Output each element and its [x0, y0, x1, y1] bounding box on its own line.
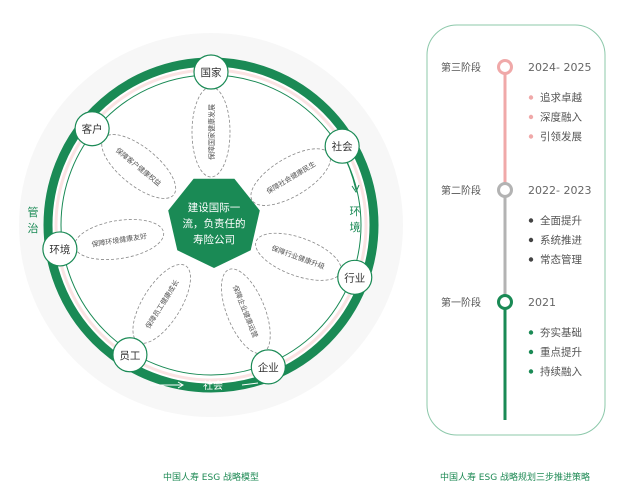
stage-years: 2022- 2023 — [528, 184, 591, 197]
node-circle — [42, 231, 78, 267]
node-circle — [324, 128, 360, 164]
node-1: 客户 — [74, 111, 110, 147]
bullet-icon — [528, 369, 534, 374]
arrow-right-head — [351, 184, 360, 194]
timeline-caption: 中国人寿 ESG 战略规划三步推进策略 — [439, 473, 591, 483]
model-caption: 中国人寿 ESG 战略模型 — [162, 473, 260, 483]
petal-label: 保障国家健康发展 — [207, 104, 216, 160]
stage-item: 系统推进 — [540, 234, 582, 247]
node-circle — [193, 54, 229, 90]
arrow-bottom-line-right — [241, 382, 259, 386]
node-label: 社会 — [332, 140, 353, 153]
stage-item: 重点提升 — [540, 346, 582, 359]
node-label: 客户 — [82, 123, 103, 136]
bullet-icon — [528, 349, 534, 355]
node-circle — [250, 349, 286, 385]
stage-item: 引领发展 — [540, 130, 582, 143]
center-text-line: 寿险公司 — [193, 233, 235, 246]
ring-label-right-1: 环 — [350, 205, 361, 218]
center-text-line: 建设国际一 — [188, 201, 241, 214]
center-heptagon — [168, 178, 260, 268]
node-label: 环境 — [49, 243, 70, 256]
node-2: 社会 — [324, 128, 360, 164]
center-text-line: 流，负责任的 — [183, 217, 246, 230]
arrow-bottom-line — [150, 381, 184, 389]
node-6: 企业 — [250, 349, 286, 385]
stage-marker — [497, 182, 513, 198]
stage-marker — [497, 294, 513, 310]
bullet-icon — [528, 330, 534, 335]
stage-years: 2024- 2025 — [528, 61, 591, 74]
node-label: 员工 — [119, 350, 140, 362]
stage-item: 常态管理 — [540, 253, 582, 266]
node-label: 企业 — [258, 361, 279, 374]
bullet-icon — [528, 114, 534, 120]
bullet-icon — [528, 257, 534, 262]
node-circle — [74, 111, 110, 147]
node-circle — [337, 259, 373, 295]
stage-item: 持续融入 — [540, 365, 582, 378]
node-3: 环境 — [42, 231, 78, 267]
node-label: 行业 — [344, 271, 365, 284]
ring-label-bottom: 社会 — [203, 379, 223, 392]
stage-name: 第三阶段 — [441, 61, 481, 74]
ring-label-left-1: 管 — [28, 205, 39, 219]
node-label: 国家 — [201, 66, 222, 79]
stage-name: 第一阶段 — [441, 296, 481, 309]
stage-item: 全面提升 — [540, 214, 582, 227]
node-0: 国家 — [193, 54, 229, 90]
stage-item: 追求卓越 — [540, 91, 582, 104]
node-circle — [112, 337, 148, 373]
stage-item: 夯实基础 — [540, 326, 582, 339]
stage-name: 第二阶段 — [441, 184, 481, 197]
stage-years: 2021 — [528, 296, 556, 309]
bullet-icon — [528, 237, 534, 243]
stage-item: 深度融入 — [540, 111, 582, 124]
node-5: 员工 — [112, 337, 148, 373]
bullet-icon — [528, 218, 534, 223]
ring-label-left-2: 治 — [28, 221, 39, 235]
bullet-icon — [528, 134, 534, 139]
ring-label-right-2: 境 — [350, 220, 361, 234]
bullet-icon — [528, 95, 534, 100]
timeline-panel — [426, 24, 606, 436]
node-4: 行业 — [337, 259, 373, 295]
stage-marker — [497, 59, 513, 75]
